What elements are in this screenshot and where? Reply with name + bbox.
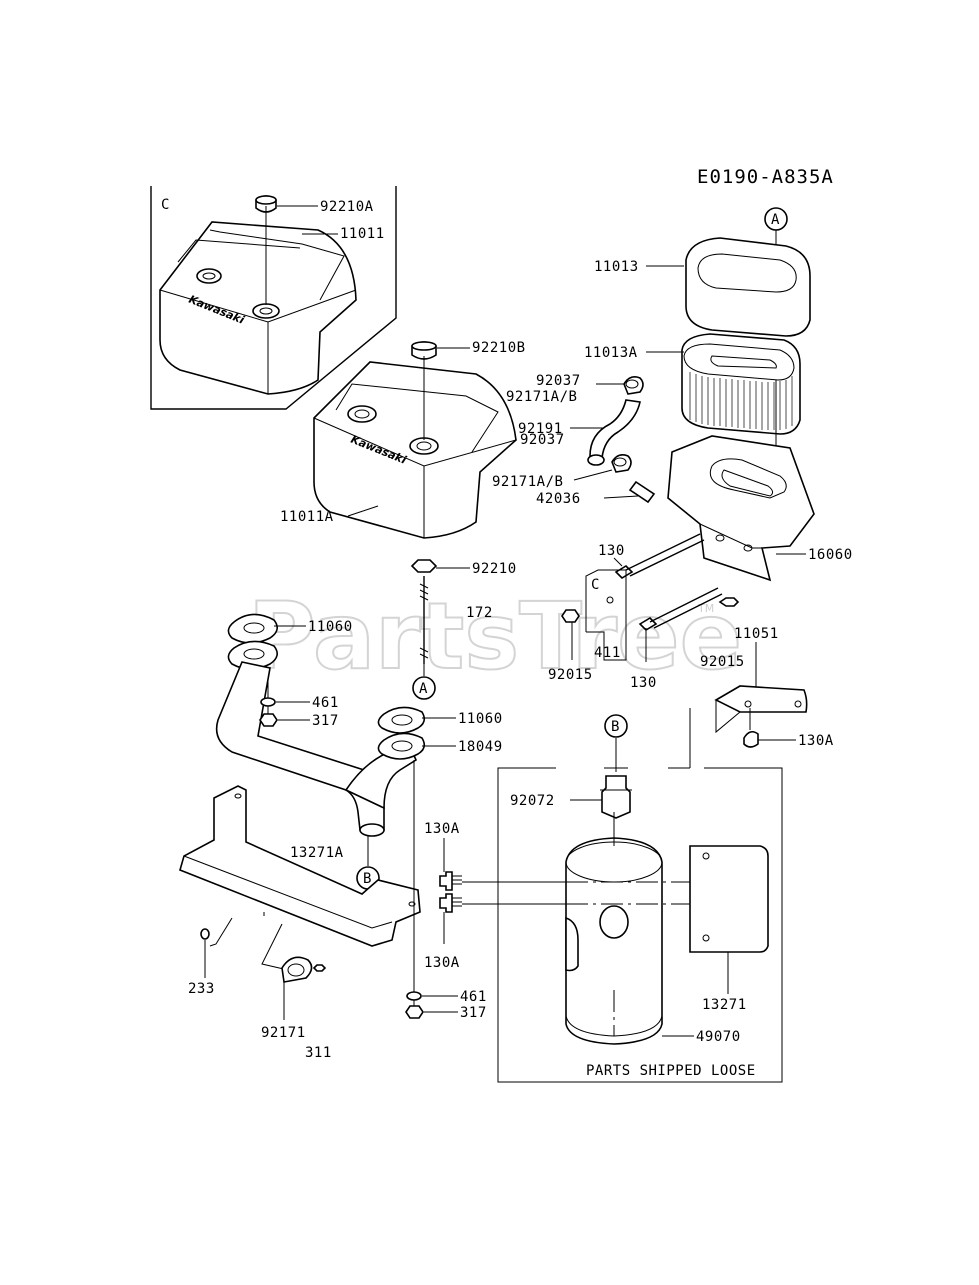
label-172: 172 bbox=[466, 605, 493, 621]
cap-92210B: 92210B bbox=[411, 340, 526, 360]
cap-92210A: 92210A bbox=[255, 195, 374, 215]
bracket-11051: 11051 92015 130A bbox=[700, 626, 834, 749]
label-130A-bottom: 130A bbox=[424, 955, 460, 971]
label-92210: 92210 bbox=[472, 561, 517, 577]
bolts-130: 130 130 bbox=[598, 533, 740, 691]
label-11013A: 11013A bbox=[584, 345, 638, 361]
label-130A-right: 130A bbox=[798, 733, 834, 749]
label-13271: 13271 bbox=[702, 997, 747, 1013]
label-11051: 11051 bbox=[734, 626, 779, 642]
label-11011A: 11011A bbox=[280, 509, 334, 525]
element-11013: A 11013 bbox=[594, 207, 811, 337]
label-92015-right: 92015 bbox=[700, 654, 745, 670]
label-92210A: 92210A bbox=[320, 199, 374, 215]
label-317-left: 317 bbox=[312, 713, 339, 729]
label-92171: 92171 bbox=[261, 1025, 306, 1041]
diagram-code: E0190-A835A bbox=[697, 166, 834, 188]
watermark-tm: TM bbox=[697, 602, 714, 615]
box-c-frame: C bbox=[150, 186, 397, 410]
label-92210B: 92210B bbox=[472, 340, 526, 356]
label-92191: 92191 bbox=[518, 421, 563, 437]
label-311: 311 bbox=[305, 1045, 332, 1061]
washer-nut-left: 461 317 bbox=[259, 680, 339, 729]
pipe-42036: 42036 bbox=[536, 480, 656, 507]
nut-92210-stud: 92210 172 A bbox=[410, 559, 517, 700]
label-92037-bottom: 92037 bbox=[520, 432, 565, 448]
bracket-13271: 13271 bbox=[689, 845, 769, 1013]
box-c-411: C 411 92015 bbox=[548, 569, 627, 683]
screw-233: 233 bbox=[188, 928, 215, 997]
base-16060: 16060 bbox=[667, 435, 853, 582]
washer-nut-right: 461 317 bbox=[405, 760, 487, 1021]
label-11013: 11013 bbox=[594, 259, 639, 275]
box-parts-shipped-loose: PARTS SHIPPED LOOSE bbox=[497, 708, 783, 1083]
label-11011: 11011 bbox=[340, 226, 385, 242]
label-130-bottom: 130 bbox=[630, 675, 657, 691]
label-92171AB-top: 92171A/B bbox=[506, 389, 577, 405]
cover-11011: Kawasaki 11011 bbox=[159, 206, 385, 395]
label-92171AB-bottom: 92171A/B bbox=[492, 474, 563, 490]
label-92072: 92072 bbox=[510, 793, 555, 809]
callout-a-stud: A bbox=[419, 681, 428, 697]
watermark: PartsTree bbox=[248, 583, 742, 690]
label-233: 233 bbox=[188, 981, 215, 997]
label-317-right: 317 bbox=[460, 1005, 487, 1021]
exhaust-pipe-13271A: 13271A B bbox=[215, 640, 426, 890]
gasket-11060-left: 11060 bbox=[227, 613, 353, 644]
fitting-92072: B 92072 bbox=[510, 714, 632, 819]
label-92037-top: 92037 bbox=[536, 373, 581, 389]
label-130A-top: 130A bbox=[424, 821, 460, 837]
label-461-left: 461 bbox=[312, 695, 339, 711]
element-11013A: 11013A bbox=[584, 333, 801, 500]
callout-c-box: C bbox=[161, 197, 170, 213]
box-loose-title: PARTS SHIPPED LOOSE bbox=[586, 1063, 756, 1079]
bolts-130A: 130A 130A bbox=[424, 821, 690, 971]
bracket-plate bbox=[179, 785, 421, 971]
clamp-92171: 92171 311 bbox=[261, 956, 332, 1061]
label-411: 411 bbox=[594, 645, 621, 661]
cover-11011A: Kawasaki 11011A bbox=[280, 356, 517, 539]
muffler-49070: 49070 bbox=[565, 812, 741, 1045]
label-49070: 49070 bbox=[696, 1029, 741, 1045]
label-11060-right: 11060 bbox=[458, 711, 503, 727]
label-461-right: 461 bbox=[460, 989, 487, 1005]
callout-b-pipe: B bbox=[363, 871, 372, 887]
gasket-11060-right: 11060 18049 bbox=[377, 706, 503, 755]
callout-a-element: A bbox=[771, 212, 780, 228]
label-16060: 16060 bbox=[808, 547, 853, 563]
label-18049: 18049 bbox=[458, 739, 503, 755]
label-92015-left: 92015 bbox=[548, 667, 593, 683]
label-13271A: 13271A bbox=[290, 845, 344, 861]
label-11060-left: 11060 bbox=[308, 619, 353, 635]
callout-b-fitting: B bbox=[611, 719, 620, 735]
callout-c-small: C bbox=[591, 577, 600, 593]
label-42036: 42036 bbox=[536, 491, 581, 507]
hose-92191-clamps: 92037 92171A/B 92191 92037 92171A/B bbox=[492, 373, 644, 490]
label-130-top: 130 bbox=[598, 543, 625, 559]
